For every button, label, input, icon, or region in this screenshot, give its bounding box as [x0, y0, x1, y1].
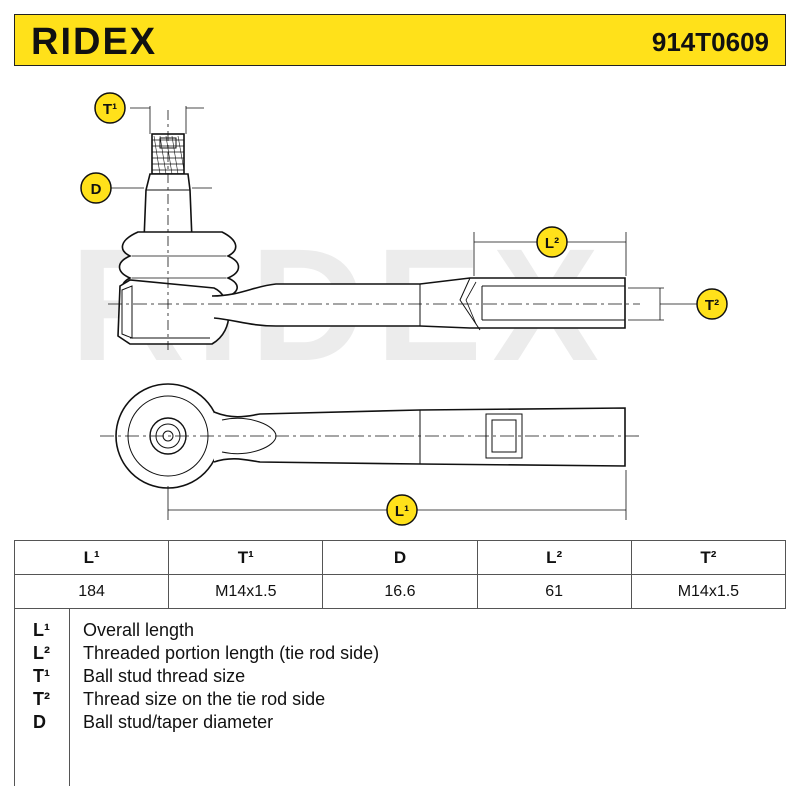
- spec-header: D: [322, 540, 478, 575]
- legend-divider: [69, 608, 70, 786]
- internal-thread: [459, 277, 625, 331]
- technical-drawing: RIDEX: [70, 92, 728, 526]
- legend-text: Ball stud thread size: [83, 666, 246, 686]
- spec-header: T²: [630, 540, 787, 575]
- legend-text: Thread size on the tie rod side: [83, 689, 326, 709]
- legend-key: L²: [33, 643, 50, 663]
- spec-value: 16.6: [322, 574, 478, 609]
- brand-logo: RIDEX: [31, 21, 158, 63]
- legend-item: D Ball stud/taper diameter: [15, 712, 787, 734]
- label-l1: L¹: [386, 494, 418, 526]
- spec-header-row: L¹ T¹ D L² T²: [13, 540, 787, 575]
- label-t1: T¹: [94, 92, 126, 124]
- label-l2: L²: [536, 226, 568, 258]
- legend-text: Threaded portion length (tie rod side): [83, 643, 380, 663]
- spec-header: L²: [476, 540, 632, 575]
- spec-value: M14x1.5: [168, 574, 324, 609]
- part-number: 914T0609: [651, 27, 769, 57]
- spec-value: M14x1.5: [630, 574, 787, 609]
- legend: L¹ Overall length L² Threaded portion le…: [14, 608, 786, 786]
- spec-value: 184: [13, 574, 170, 609]
- legend-key: L¹: [33, 620, 50, 640]
- svg-text:D: D: [91, 181, 102, 198]
- legend-key: T¹: [33, 666, 50, 686]
- legend-key: T²: [33, 689, 50, 709]
- header-bar: RIDEX 914T0609: [14, 14, 786, 66]
- legend-item: L² Threaded portion length (tie rod side…: [15, 643, 787, 665]
- legend-text: Overall length: [83, 620, 195, 640]
- spec-header: L¹: [13, 540, 170, 575]
- svg-text:L¹: L¹: [395, 503, 409, 520]
- legend-text: Ball stud/taper diameter: [83, 712, 274, 732]
- svg-text:T²: T²: [705, 297, 719, 314]
- spec-header: T¹: [168, 540, 324, 575]
- legend-item: L¹ Overall length: [15, 620, 787, 642]
- svg-text:T¹: T¹: [103, 101, 117, 118]
- spec-value-row: 184 M14x1.5 16.6 61 M14x1.5: [13, 574, 787, 609]
- spec-value: 61: [476, 574, 632, 609]
- housing: [117, 279, 230, 345]
- svg-text:L²: L²: [545, 235, 559, 252]
- spec-table: L¹ T¹ D L² T² 184 M14x1.5 16.6 61 M14x1.…: [13, 540, 787, 609]
- legend-item: T¹ Ball stud thread size: [15, 666, 787, 688]
- legend-item: T² Thread size on the tie rod side: [15, 689, 787, 711]
- label-t2: T²: [696, 288, 728, 320]
- label-d: D: [80, 172, 112, 204]
- top-view: [100, 383, 640, 489]
- tie-rod-arm: [211, 277, 626, 329]
- legend-key: D: [33, 712, 46, 732]
